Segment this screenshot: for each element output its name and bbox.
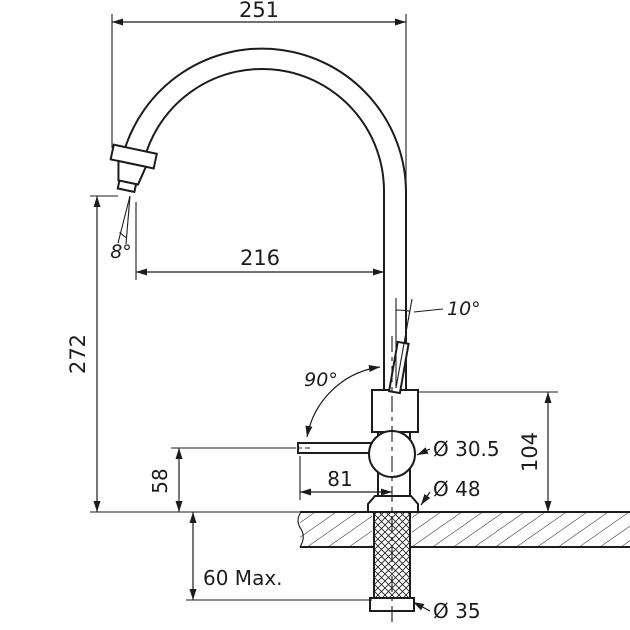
svg-text:272: 272 <box>66 334 90 374</box>
svg-text:251: 251 <box>239 0 279 22</box>
dim-spout-reach: 216 <box>135 202 384 280</box>
svg-text:81: 81 <box>327 467 352 491</box>
svg-text:60 Max.: 60 Max. <box>203 566 283 590</box>
dim-deck-thickness: 60 Max. <box>186 512 372 601</box>
dim-base-diameter: Ø 48 <box>420 477 481 506</box>
spray-angle-label: 8° <box>110 241 132 263</box>
svg-text:Ø 35: Ø 35 <box>433 599 481 623</box>
dim-lever-height: 58 <box>148 447 296 512</box>
svg-text:Ø 48: Ø 48 <box>433 477 481 501</box>
svg-text:104: 104 <box>518 432 542 472</box>
svg-text:10°: 10° <box>447 298 481 320</box>
countertop-section <box>297 511 630 548</box>
dim-spout-height: 272 <box>66 195 302 513</box>
dim-hub-diameter: Ø 30.5 <box>416 437 500 461</box>
spout-gooseneck <box>122 47 407 392</box>
svg-text:58: 58 <box>148 468 172 493</box>
svg-text:90°: 90° <box>304 369 338 391</box>
angle-lever-swing: 90° <box>304 365 381 438</box>
dim-shank-diameter: Ø 35 <box>412 599 481 623</box>
dim-body-height: 104 <box>418 391 558 512</box>
spout-outlet <box>109 143 158 194</box>
dim-overall-width: 251 <box>111 0 407 190</box>
faucet-body <box>289 340 419 513</box>
svg-text:Ø 30.5: Ø 30.5 <box>433 437 500 461</box>
lever-upright <box>387 340 410 395</box>
spray-angle-8 <box>117 195 131 245</box>
angle-lever-tilt: 10° <box>395 298 481 389</box>
svg-text:216: 216 <box>240 246 280 270</box>
dim-lever-length: 81 <box>299 456 392 500</box>
